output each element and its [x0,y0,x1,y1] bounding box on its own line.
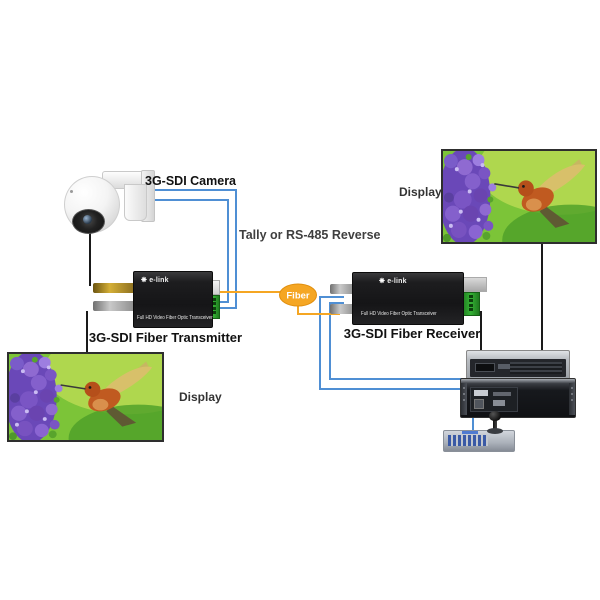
rack-vents [510,362,562,374]
receiver-data-port [461,277,487,292]
rack-buttons [498,364,512,369]
joystick-base [487,428,503,434]
transmitter-bnc-in [93,283,135,293]
receiver-product-text: Full HD Video Fiber Optic Transceiver [361,311,437,317]
display-bottom-left-label: Display [179,390,222,404]
rack-unit-bottom [460,378,576,418]
receiver-label: 3G-SDI Fiber Receiver [343,326,481,341]
transmitter-brand: ❋ e-link [141,277,169,284]
display-top-right-label: Display [399,185,442,199]
camera-mount-post [124,184,147,221]
rack-display-window [475,363,495,372]
flower-cluster [9,354,63,440]
fiber-cable-right [297,303,340,315]
camera-led [70,190,73,193]
rack-unit-top-front [470,359,566,377]
e-link-logo-icon: ❋ [141,277,150,284]
keyboard-buttons [448,435,488,446]
receiver-bnc-out2 [330,304,355,314]
rack-unit-bottom-panel [470,387,518,412]
e-link-logo-icon: ❋ [379,278,388,285]
rack-unit-top [466,350,570,380]
transmitter-product-text: Full HD Video Fiber Optic Transceiver [137,315,213,321]
flower-cluster [443,151,497,242]
video-cable-receiver-to-rack-outer [319,296,463,390]
transmitter-label: 3G-SDI Fiber Transmitter [88,330,243,345]
hummingbird [494,159,586,228]
keyboard-screen [462,431,478,434]
tally-cable-inner [140,199,229,303]
display-top-right [441,149,597,244]
receiver-brand: ❋ e-link [379,278,407,285]
camera-label: 3G-SDI Camera [145,174,237,188]
transmitter-bnc-loop [93,301,135,311]
fiber-badge-label: Fiber [286,291,310,302]
ptz-control-keyboard [443,430,515,452]
video-cable-receiver-to-rack-inner [329,302,463,380]
tally-cable-outer [140,189,237,309]
receiver-bnc-out1 [330,284,355,294]
fiber-badge: Fiber [279,283,317,307]
rack-slot [493,392,511,396]
hummingbird-image [443,151,595,242]
rack-knob [474,399,484,409]
rack-ear-right [569,383,575,415]
joystick-knob [489,411,501,421]
rack-ear-left [461,383,467,415]
display-bottom-left [7,352,164,442]
tally-label: Tally or RS-485 Reverse [239,228,381,242]
fiber-transmitter: ❋ e-link Full HD Video Fiber Optic Trans… [133,271,213,328]
joystick-stick [493,417,497,430]
hummingbird-image [9,354,162,440]
fiber-receiver: ❋ e-link Full HD Video Fiber Optic Trans… [352,272,464,325]
camera-lens-glass [83,215,92,224]
hummingbird [60,361,153,427]
rack-slot [493,400,505,406]
rack-slot [474,390,488,396]
